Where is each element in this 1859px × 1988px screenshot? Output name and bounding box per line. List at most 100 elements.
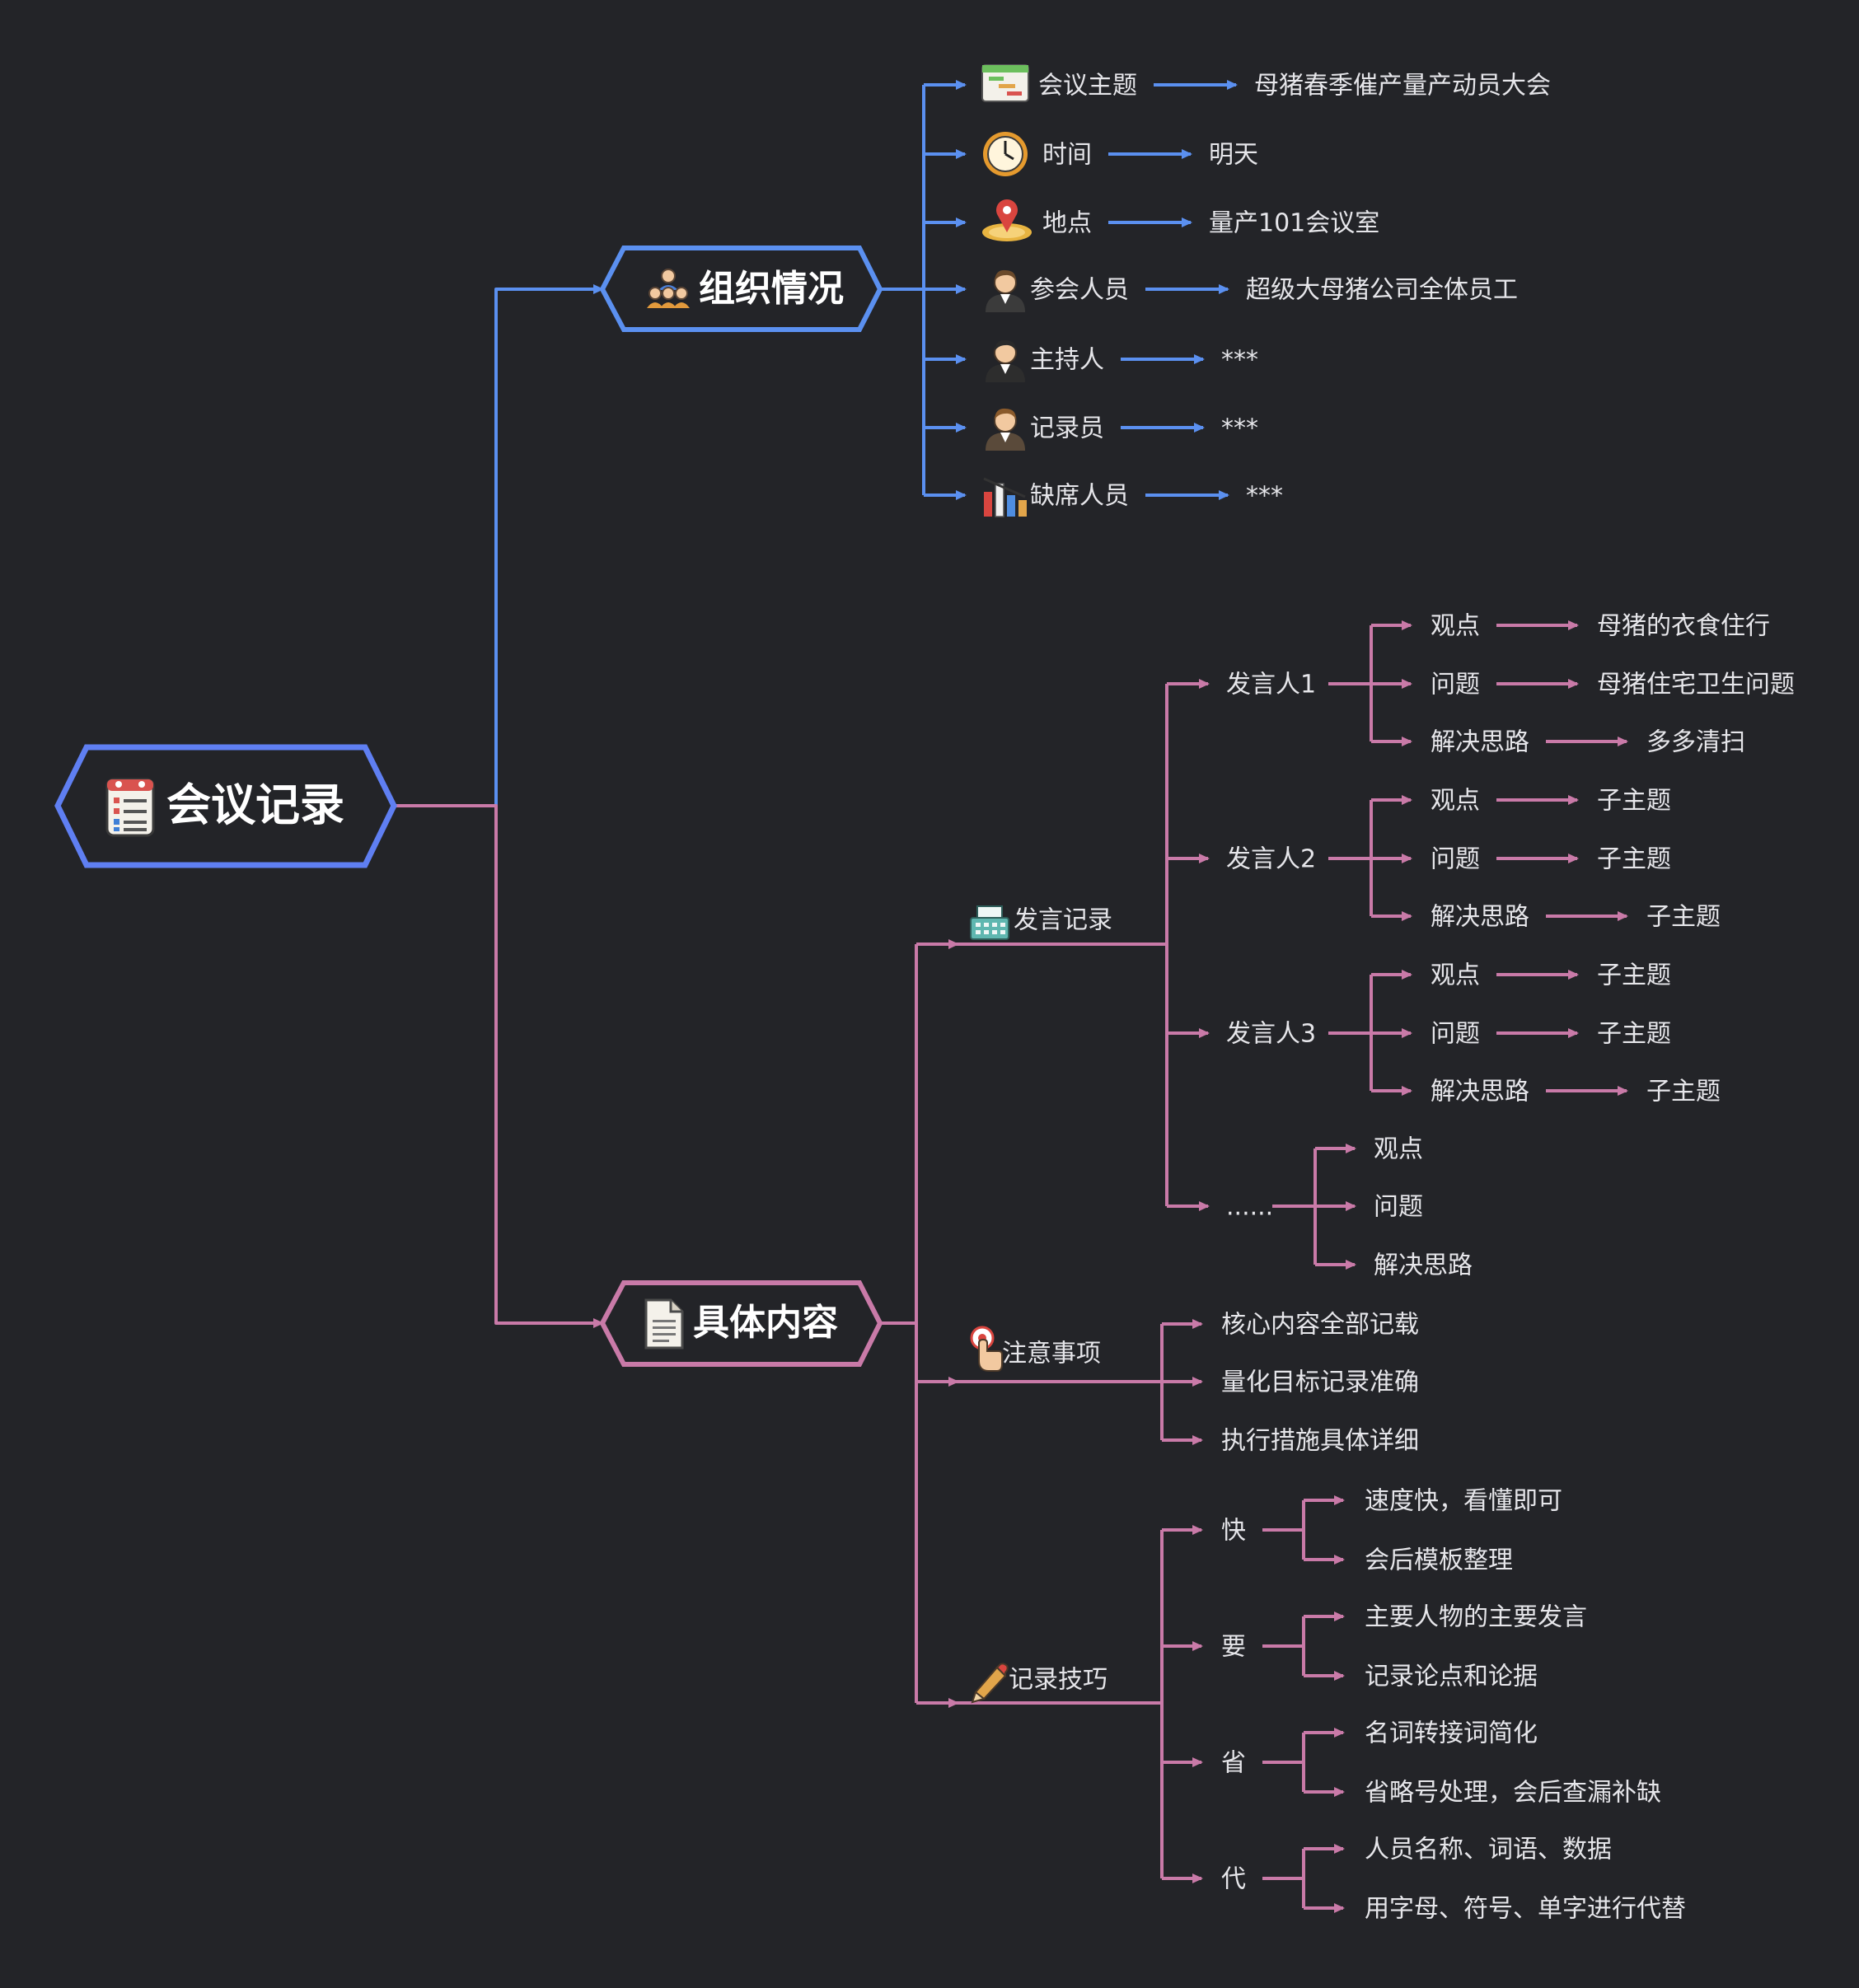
point-node[interactable]: 观点 母猪的衣食住行 [1431,612,1770,641]
tip-item[interactable]: 人员名称、词语、数据 [1365,1836,1612,1864]
location-pin-icon [982,199,1032,241]
org-item[interactable]: 参会人员 超级大母猪公司全体员工 [986,269,1518,312]
cash-register-icon [970,905,1009,940]
org-item[interactable]: 时间明天 [983,132,1258,176]
recorder-avatar-icon [986,408,1025,451]
point-value: 子主题 [1597,787,1671,816]
note-item[interactable]: 执行措施具体详细 [1221,1427,1419,1456]
more-item-label: 观点 [1374,1135,1423,1164]
more-item[interactable]: 问题 [1374,1193,1423,1222]
note-item[interactable]: 核心内容全部记载 [1221,1311,1419,1340]
org-item-label: 地点 [1042,209,1092,238]
tip-group-node[interactable]: 要 [1221,1633,1246,1662]
speaker-node[interactable]: 发言人1 [1226,671,1316,699]
point-label: 解决思路 [1431,1078,1529,1106]
content-items: 发言记录发言人1观点母猪的衣食住行问题母猪住宅卫生问题解决思路多多清扫发言人2观… [970,612,1795,1924]
attendee-avatar-icon [986,269,1025,312]
point-label: 观点 [1431,961,1480,990]
bar-chart-icon [983,477,1027,517]
document-icon [644,1298,684,1350]
point-node[interactable]: 解决思路子主题 [1431,903,1721,932]
note-item-label: 核心内容全部记载 [1221,1311,1419,1340]
point-label: 问题 [1431,671,1480,699]
root-node[interactable]: 会议记录 [54,744,397,868]
org-item-label: 记录员 [1030,414,1104,443]
point-node[interactable]: 问题 子主题 [1431,845,1671,874]
tip-item[interactable]: 省略号处理，会后查漏补缺 [1365,1779,1661,1808]
branch-org-node[interactable]: 组织情况 [599,246,883,332]
tip-group-node[interactable]: 代 [1221,1865,1246,1894]
org-item[interactable]: 缺席人员*** [983,477,1283,517]
point-label: 问题 [1431,1020,1480,1049]
org-item-value: *** [1246,482,1283,511]
org-item-label: 参会人员 [1030,276,1129,305]
notes-node[interactable]: 注意事项 [970,1326,1101,1372]
point-node[interactable]: 解决思路多多清扫 [1431,728,1745,757]
branch-content-node[interactable]: 具体内容 [599,1280,883,1367]
note-item-label: 量化目标记录准确 [1221,1368,1419,1397]
org-item[interactable]: 主持人*** [986,339,1258,382]
org-hexagon [599,246,883,332]
point-value: 母猪住宅卫生问题 [1597,671,1795,699]
root-to-org-line [394,284,604,807]
tip-item-label: 会后模板整理 [1365,1546,1513,1575]
speaker-node[interactable]: 发言人3 [1226,1020,1316,1049]
people-icon [647,269,690,308]
tip-item[interactable]: 名词转接词简化 [1365,1719,1538,1748]
point-value: 母猪的衣食住行 [1597,612,1770,641]
tips-node[interactable]: 记录技巧 [971,1663,1107,1704]
point-label: 观点 [1431,612,1480,641]
speech-record-node[interactable]: 发言记录 [970,905,1112,940]
point-value: 子主题 [1646,1078,1721,1106]
point-label: 观点 [1431,787,1480,816]
root-to-content-line [394,804,604,1328]
tip-item[interactable]: 速度快，看懂即可 [1365,1487,1562,1516]
tip-item-label: 用字母、符号、单字进行代替 [1365,1895,1686,1924]
tip-item[interactable]: 记录论点和论据 [1365,1663,1538,1691]
speaker-label: 发言人1 [1226,671,1316,699]
tip-item-label: 记录论点和论据 [1365,1663,1538,1691]
org-item-label: 主持人 [1030,346,1104,375]
note-item-label: 执行措施具体详细 [1221,1427,1419,1456]
tip-item[interactable]: 用字母、符号、单字进行代替 [1365,1895,1686,1924]
speaker-more-label: ...... [1226,1193,1273,1222]
point-node[interactable]: 问题子主题 [1431,1020,1671,1049]
org-item-value: 超级大母猪公司全体员工 [1246,276,1518,305]
speaker-label: 发言人2 [1226,845,1316,874]
tip-group-node[interactable]: 省 [1221,1749,1246,1778]
speaker-node[interactable]: 发言人2 [1226,845,1316,874]
org-item[interactable]: 记录员*** [986,408,1258,451]
point-node[interactable]: 解决思路 子主题 [1431,1078,1721,1106]
more-item[interactable]: 观点 [1374,1135,1423,1164]
point-value: 子主题 [1597,845,1671,874]
speaker-more-node[interactable]: ...... [1226,1193,1273,1222]
note-item[interactable]: 量化目标记录准确 [1221,1368,1419,1397]
tip-group-label: 省 [1221,1749,1246,1778]
point-value: 多多清扫 [1646,728,1745,757]
speech-record-label: 发言记录 [1014,906,1112,935]
org-label: 组织情况 [699,268,844,310]
point-node[interactable]: 观点 子主题 [1431,961,1671,990]
tip-group-label: 快 [1221,1517,1246,1546]
tip-item[interactable]: 主要人物的主要发言 [1365,1603,1587,1632]
gantt-icon [981,64,1029,102]
tip-group-node[interactable]: 快 [1221,1517,1246,1546]
point-node[interactable]: 观点 子主题 [1431,787,1671,816]
more-item[interactable]: 解决思路 [1374,1251,1473,1280]
tips-label: 记录技巧 [1009,1666,1107,1695]
tip-item[interactable]: 会后模板整理 [1365,1546,1513,1575]
checklist-icon [105,778,155,837]
tip-item-label: 省略号处理，会后查漏补缺 [1365,1779,1661,1808]
point-node[interactable]: 问题 母猪住宅卫生问题 [1431,671,1795,699]
speaker-label: 发言人3 [1226,1020,1316,1049]
org-item-value: 量产101会议室 [1209,209,1379,238]
point-value: 子主题 [1597,961,1671,990]
more-item-label: 解决思路 [1374,1251,1473,1280]
pencil-icon [971,1663,1009,1704]
tip-group-label: 代 [1221,1865,1246,1894]
org-item[interactable]: 会议主题母猪春季催产量产动员大会 [981,64,1551,102]
notes-label: 注意事项 [1002,1340,1101,1368]
org-item[interactable]: 地点 量产101会议室 [982,199,1379,241]
point-label: 问题 [1431,845,1480,874]
